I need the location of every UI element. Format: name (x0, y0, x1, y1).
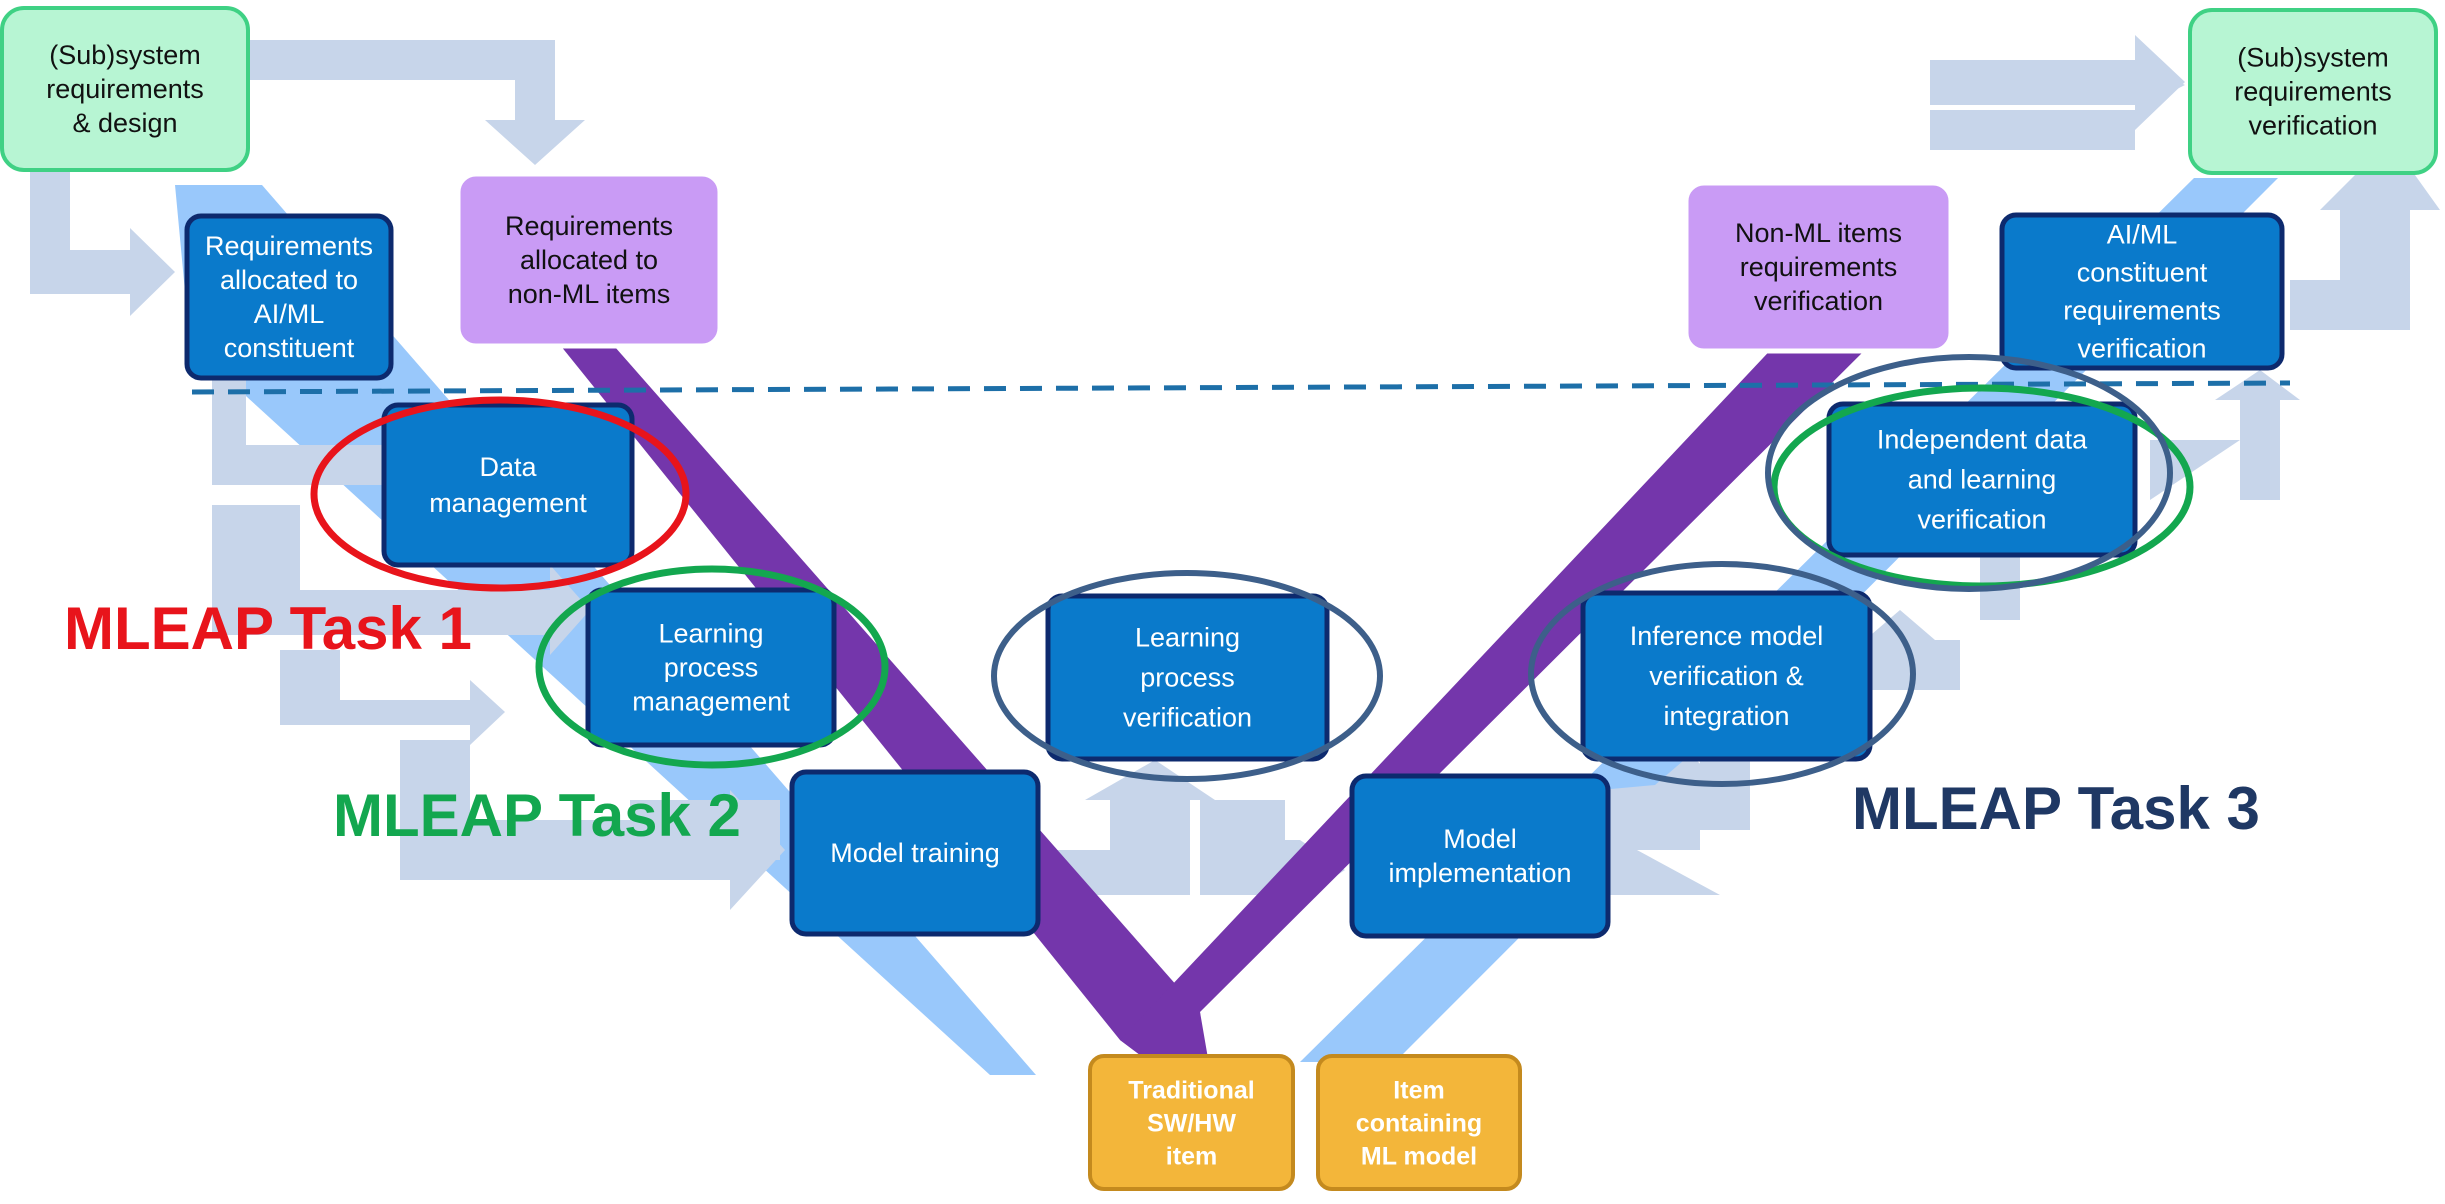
top-left-arrow (245, 40, 585, 165)
subsystem-requirements-verification-box-line-1: (Sub)system (2237, 43, 2389, 73)
subsystem-requirements-design-box-line-1: (Sub)system (49, 40, 201, 70)
subsystem-requirements-verification-box: (Sub)system requirements verification (2188, 8, 2438, 175)
subsystem-requirements-design-box-shape (0, 6, 250, 172)
independent-data-verification-box-line-2: and learning (1908, 465, 2057, 495)
learning-process-management-box-shape (585, 587, 837, 748)
item-containing-ml-model-box: Item containing ML model (1316, 1054, 1522, 1191)
learning-process-verification-box-line-2: process (1140, 663, 1235, 693)
independent-data-verification-box-line-3: verification (1917, 505, 2046, 535)
data-management-box-shape (381, 402, 635, 568)
task3-ellipse-learning-process-verification (991, 570, 1383, 782)
traditional-sw-hw-item-box-line-3: item (1166, 1143, 1217, 1171)
dashed-separator (191, 380, 2291, 395)
item-containing-ml-model-box-line-2: containing (1356, 1110, 1482, 1138)
subsystem-requirements-verification-box-line-3: verification (2248, 111, 2377, 141)
model-implementation-box-line-1: Model (1443, 824, 1517, 854)
mleap-task-2-label: MLEAP Task 2 (333, 782, 741, 849)
requirements-allocated-aiml-box-line-3: AI/ML (254, 299, 325, 329)
data-management-box-line-2: management (429, 488, 587, 518)
aiml-requirements-verification-box-shape (1999, 212, 2285, 371)
requirements-allocated-nonml-box-line-3: non-ML items (508, 279, 671, 309)
inference-model-verification-box-shape (1580, 590, 1873, 762)
model-implementation-box: Model implementation (1349, 773, 1611, 939)
subsystem-requirements-design-box-line-3: & design (72, 108, 177, 138)
requirements-allocated-aiml-box: Requirements allocated to AI/ML constituent (184, 213, 394, 381)
requirements-allocated-aiml-box-line-4: constituent (224, 333, 355, 363)
requirements-allocated-aiml-box-line-1: Requirements (205, 231, 373, 261)
subsystem-requirements-verification-box-shape (2188, 8, 2438, 175)
learning-process-verification-box-shape (1045, 593, 1330, 762)
item-containing-ml-model-box-line-3: ML model (1361, 1143, 1477, 1171)
task3-ellipse-independent-data (1765, 354, 2173, 592)
aiml-requirements-verification-box-line-2: constituent (2077, 258, 2208, 288)
nonml-requirements-verification-box: Non-ML items requirements verification (1683, 180, 1954, 354)
inference-model-verification-box-line-1: Inference model (1630, 621, 1824, 651)
learning-process-management-box-line-2: process (664, 653, 759, 683)
aiml-requirements-verification-box-line-4: verification (2077, 334, 2206, 364)
requirements-allocated-aiml-box-shape (184, 213, 394, 381)
purple-v-band-right (1120, 340, 1875, 1070)
subsystem-requirements-design-box-line-2: requirements (46, 74, 204, 104)
learning-process-verification-box-line-1: Learning (1135, 623, 1240, 653)
learning-process-verification-box: Learning process verification (1045, 593, 1330, 762)
subsystem-requirements-verification-box-line-2: requirements (2234, 77, 2392, 107)
mleap-task-1-label: MLEAP Task 1 (64, 595, 472, 662)
traditional-sw-hw-item-box-line-1: Traditional (1128, 1077, 1254, 1105)
learning-process-management-box: Learning process management (585, 587, 837, 748)
nonml-requirements-verification-box-line-2: requirements (1740, 252, 1898, 282)
requirements-allocated-aiml-box-line-2: allocated to (220, 265, 358, 295)
task1-ellipse-data-management (310, 396, 690, 592)
learning-process-management-box-line-1: Learning (658, 619, 763, 649)
model-implementation-box-shape (1349, 773, 1611, 939)
independent-data-verification-box-shape (1826, 401, 2138, 558)
aiml-requirements-verification-box-line-1: AI/ML (2107, 220, 2178, 250)
independent-data-verification-box: Independent data and learning verification (1826, 401, 2138, 558)
model-implementation-box-line-2: implementation (1388, 858, 1571, 888)
data-management-box: Data management (381, 402, 635, 568)
requirements-allocated-nonml-box: Requirements allocated to non-ML items (455, 171, 723, 349)
requirements-allocated-nonml-box-line-1: Requirements (505, 211, 673, 241)
task2-ellipse-learning-process-management (535, 565, 889, 769)
inference-model-verification-box-line-3: integration (1663, 701, 1789, 731)
nonml-requirements-verification-box-shape (1683, 180, 1954, 354)
item-containing-ml-model-box-line-1: Item (1393, 1077, 1444, 1105)
independent-data-verification-box-line-1: Independent data (1877, 425, 2088, 455)
aiml-requirements-verification-box-line-3: requirements (2063, 296, 2221, 326)
aiml-requirements-verification-box: AI/ML constituent requirements verification (1999, 212, 2285, 371)
inference-model-verification-box-line-2: verification & (1649, 661, 1804, 691)
requirements-allocated-nonml-box-shape (455, 171, 723, 349)
nonml-requirements-verification-box-line-3: verification (1754, 286, 1883, 316)
model-training-box: Model training (789, 769, 1041, 937)
item-containing-ml-model-box-shape (1316, 1054, 1522, 1191)
traditional-sw-hw-item-box-line-2: SW/HW (1147, 1110, 1236, 1138)
subsystem-requirements-design-box: (Sub)system requirements & design (0, 6, 250, 172)
requirements-allocated-nonml-box-line-2: allocated to (520, 245, 658, 275)
nonml-requirements-verification-box-line-1: Non-ML items (1735, 218, 1902, 248)
mleap-task-3-label: MLEAP Task 3 (1852, 775, 2260, 842)
model-training-box-line-1: Model training (830, 838, 1000, 868)
inference-model-verification-box: Inference model verification & integration (1580, 590, 1873, 762)
data-management-box-line-1: Data (479, 452, 537, 482)
learning-process-management-box-line-3: management (632, 687, 790, 717)
model-training-box-shape (789, 769, 1041, 937)
traditional-sw-hw-item-box-shape (1088, 1054, 1295, 1191)
learning-process-verification-box-line-3: verification (1123, 703, 1252, 733)
task3-ellipse-inference-model (1528, 561, 1916, 787)
